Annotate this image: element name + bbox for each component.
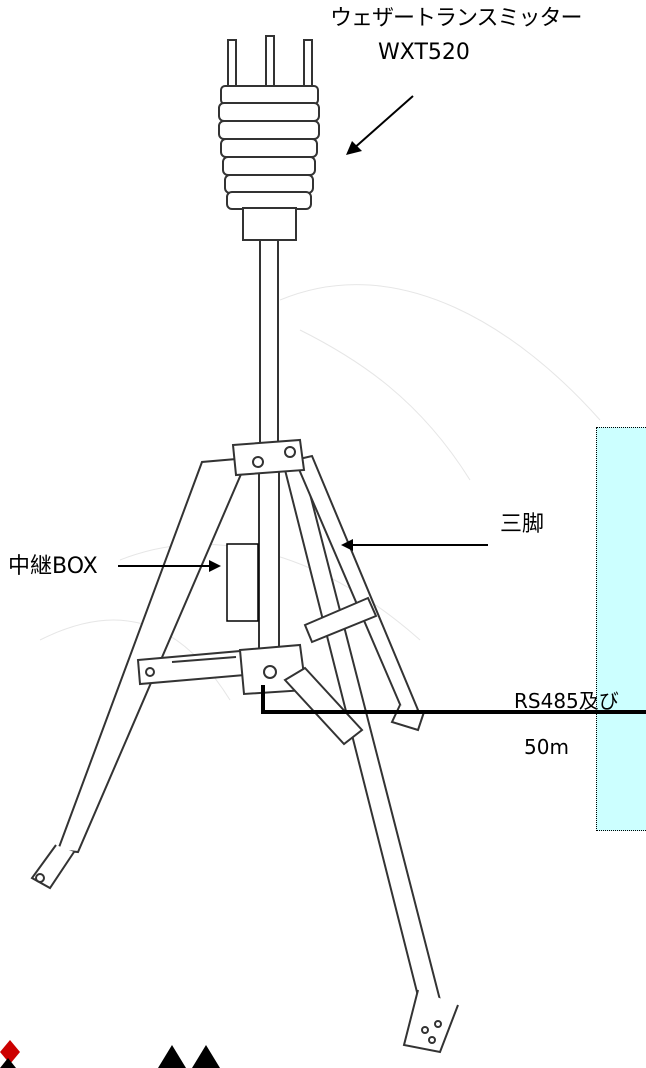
cable-line (261, 685, 646, 714)
relay-box-arrowhead (209, 560, 221, 572)
transmitter-arrowhead (346, 141, 362, 155)
transmitter-name-label: ウェザートランスミッター (330, 6, 583, 31)
logo-mark (0, 1040, 220, 1068)
weather-transmitter-drawing (218, 35, 320, 241)
cable-length-label: 50m (524, 735, 569, 759)
info-panel (596, 427, 646, 831)
callout-arrows (118, 95, 488, 572)
tripod-clamps-drawing (136, 438, 378, 746)
tripod-arrowhead (341, 539, 353, 551)
transmitter-arrow (351, 95, 414, 151)
relay-box (226, 543, 259, 622)
transmitter-model-label: WXT520 (378, 40, 470, 65)
tripod-label: 三脚 (500, 512, 545, 537)
relay-box-label: 中継BOX (8, 554, 98, 579)
cable-spec-label: RS485及び (514, 689, 619, 713)
